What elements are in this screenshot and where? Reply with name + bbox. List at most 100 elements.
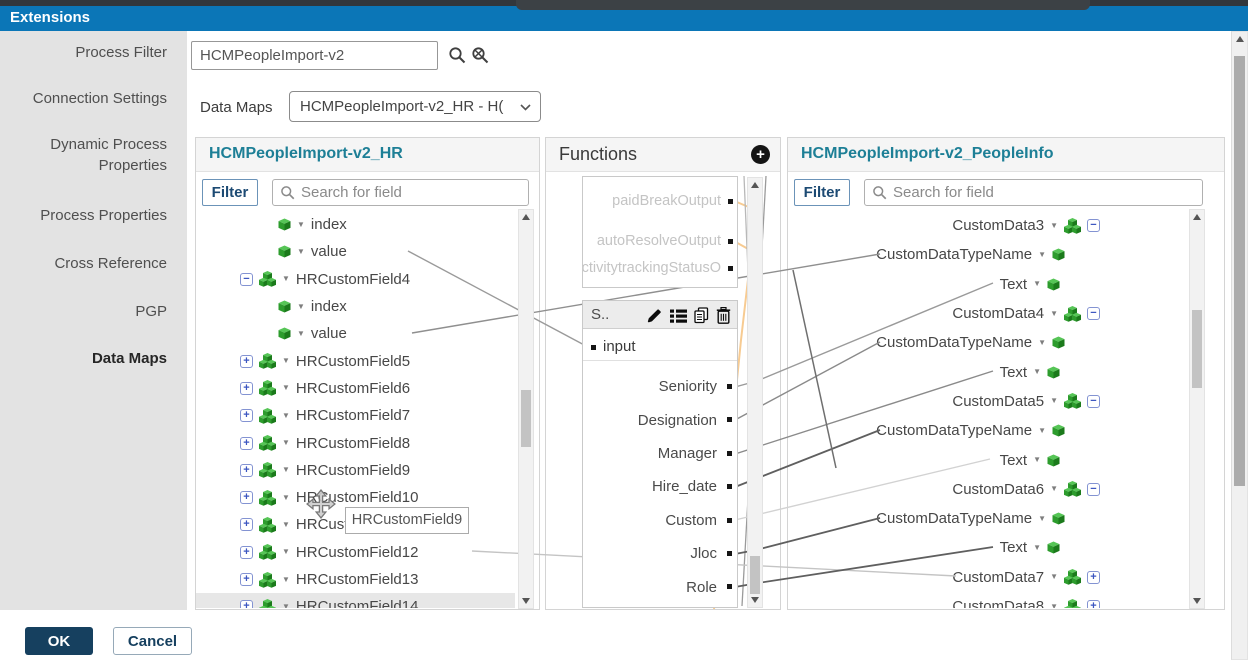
- chevron-down-icon[interactable]: ▼: [1038, 513, 1046, 523]
- tree-row[interactable]: Text ▼: [788, 445, 1186, 474]
- tree-row[interactable]: CustomData5▼−: [788, 387, 1186, 416]
- source-tree-scrollbar[interactable]: [518, 209, 534, 609]
- expand-toggle-icon[interactable]: +: [1087, 570, 1100, 584]
- field-label[interactable]: CustomDataTypeName: [876, 334, 1033, 352]
- field-label[interactable]: HRCustomField6: [295, 379, 411, 397]
- tree-row[interactable]: CustomData4▼−: [788, 299, 1186, 328]
- process-filter-input[interactable]: [191, 41, 438, 70]
- chevron-down-icon[interactable]: ▼: [282, 438, 290, 448]
- scroll-up-icon[interactable]: [522, 214, 530, 220]
- expand-toggle-icon[interactable]: +: [240, 409, 253, 423]
- output-connector-port[interactable]: [728, 239, 733, 244]
- tree-row[interactable]: CustomData8▼+: [788, 592, 1186, 608]
- tree-row[interactable]: CustomData3▼−: [788, 211, 1186, 240]
- chevron-down-icon[interactable]: ▼: [282, 492, 290, 502]
- collapse-toggle-icon[interactable]: −: [1087, 482, 1100, 496]
- function-output-row[interactable]: Seniority: [583, 370, 737, 403]
- target-tree-scrollbar[interactable]: [1189, 209, 1205, 609]
- sidebar-item-dynamic-process-properties[interactable]: Dynamic Process Properties: [50, 136, 167, 174]
- tree-row[interactable]: Text▼: [788, 357, 1186, 386]
- tree-row[interactable]: +▼HRCustomField6: [196, 375, 515, 402]
- chevron-down-icon[interactable]: ▼: [1038, 425, 1046, 435]
- output-connector-port[interactable]: [727, 584, 732, 590]
- expand-toggle-icon[interactable]: +: [240, 463, 253, 477]
- chevron-down-icon[interactable]: ▼: [282, 465, 290, 475]
- collapse-toggle-icon[interactable]: −: [1087, 219, 1100, 233]
- field-label[interactable]: HRCustomField13: [295, 571, 419, 588]
- output-connector-port[interactable]: [727, 450, 732, 456]
- tree-row[interactable]: ▼ index: [196, 293, 515, 320]
- sidebar-item-data-maps[interactable]: Data Maps: [91, 350, 167, 367]
- scroll-down-icon[interactable]: [1193, 598, 1201, 604]
- scrollbar-thumb[interactable]: [521, 390, 531, 447]
- sidebar-item-process-filter[interactable]: Process Filter: [75, 44, 167, 61]
- field-label[interactable]: HRCustomField12: [295, 543, 419, 561]
- function-output-row[interactable]: Jloc: [583, 537, 737, 570]
- scroll-up-icon[interactable]: [1235, 36, 1244, 42]
- expand-toggle-icon[interactable]: +: [240, 573, 253, 586]
- field-label[interactable]: index: [310, 298, 347, 316]
- tree-row[interactable]: CustomDataTypeName▼: [788, 328, 1186, 357]
- output-connector-port[interactable]: [727, 484, 732, 490]
- chevron-down-icon[interactable]: ▼: [282, 356, 290, 366]
- cancel-button[interactable]: Cancel: [113, 627, 192, 655]
- output-connector-port[interactable]: [727, 417, 732, 423]
- field-label[interactable]: Text: [999, 451, 1028, 469]
- chevron-down-icon[interactable]: ▼: [297, 328, 305, 338]
- chevron-down-icon[interactable]: ▼: [297, 219, 305, 229]
- ok-button[interactable]: OK: [25, 627, 93, 655]
- copy-function-icon[interactable]: [694, 307, 709, 324]
- chevron-down-icon[interactable]: ▼: [1050, 572, 1058, 582]
- chevron-down-icon[interactable]: ▼: [1038, 249, 1046, 259]
- field-label[interactable]: Text: [999, 275, 1028, 293]
- tree-row[interactable]: +▼HRCustomField8: [196, 429, 515, 456]
- tree-row[interactable]: +▼HRCustomField14: [196, 593, 515, 608]
- functions-scrollbar[interactable]: [747, 177, 763, 608]
- field-label[interactable]: HRCustomField8: [295, 434, 411, 452]
- tree-row[interactable]: ▼ value: [196, 320, 515, 347]
- chevron-down-icon[interactable]: ▼: [1033, 279, 1041, 289]
- field-label[interactable]: CustomData6: [952, 480, 1045, 498]
- data-map-dropdown[interactable]: HCMPeopleImport-v2_HR - H(: [289, 91, 541, 122]
- field-label[interactable]: Text: [999, 539, 1028, 557]
- field-label[interactable]: CustomDataTypeName: [876, 246, 1033, 264]
- field-label[interactable]: CustomDataTypeName: [876, 422, 1033, 440]
- field-label[interactable]: CustomData8: [952, 598, 1045, 608]
- tree-row[interactable]: −▼HRCustomField4: [196, 266, 515, 293]
- tree-row[interactable]: + ▼ HRCustomField9: [196, 457, 515, 484]
- chevron-down-icon[interactable]: ▼: [297, 246, 305, 256]
- field-label[interactable]: HRCustomField9: [295, 461, 411, 479]
- tree-row[interactable]: CustomData7 ▼ +: [788, 563, 1186, 592]
- chevron-down-icon[interactable]: ▼: [1050, 308, 1058, 318]
- chevron-down-icon[interactable]: ▼: [1050, 601, 1058, 608]
- sidebar-item-pgp[interactable]: PGP: [135, 303, 167, 320]
- tree-row[interactable]: CustomData6▼−: [788, 475, 1186, 504]
- output-connector-port[interactable]: [728, 199, 733, 204]
- sidebar-item-process-properties[interactable]: Process Properties: [40, 207, 167, 224]
- field-label[interactable]: CustomData7: [952, 568, 1045, 586]
- chevron-down-icon[interactable]: ▼: [297, 301, 305, 311]
- collapse-toggle-icon[interactable]: −: [1087, 307, 1100, 321]
- tree-row[interactable]: +▼HRCustomField12: [196, 539, 515, 566]
- function-output-row[interactable]: Manager: [583, 437, 737, 470]
- sidebar-item-cross-reference[interactable]: Cross Reference: [54, 255, 167, 272]
- function-list-icon[interactable]: [670, 309, 687, 323]
- function-output-row[interactable]: Role: [583, 570, 737, 603]
- page-scrollbar[interactable]: [1231, 31, 1248, 660]
- expand-toggle-icon[interactable]: +: [240, 600, 253, 608]
- field-label[interactable]: CustomData3: [952, 217, 1045, 235]
- expand-toggle-icon[interactable]: +: [240, 518, 253, 532]
- field-label[interactable]: HRCustomField4: [295, 270, 411, 288]
- tree-row[interactable]: CustomDataTypeName▼: [788, 504, 1186, 533]
- chevron-down-icon[interactable]: ▼: [1050, 396, 1058, 406]
- function-output-row[interactable]: Custom: [583, 504, 737, 537]
- function-output-row[interactable]: activitytrackingStatusO: [583, 256, 737, 280]
- scroll-up-icon[interactable]: [1193, 214, 1201, 220]
- edit-function-icon[interactable]: [647, 308, 663, 324]
- scroll-up-icon[interactable]: [751, 182, 759, 188]
- source-field-search-input[interactable]: [272, 179, 529, 206]
- field-label[interactable]: value: [310, 325, 347, 343]
- chevron-down-icon[interactable]: ▼: [1033, 455, 1041, 465]
